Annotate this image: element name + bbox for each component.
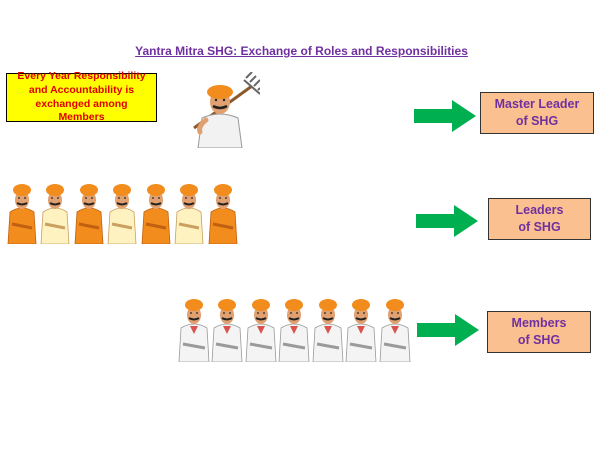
- arrow-right-icon: [417, 314, 479, 346]
- leaders-figures: [6, 182, 239, 244]
- members-box: Members of SHG: [487, 311, 591, 353]
- arrow-right-icon: [416, 205, 478, 237]
- arrow-right-icon: [414, 100, 476, 132]
- master-leader-box: Master Leader of SHG: [480, 92, 594, 134]
- leaders-box: Leaders of SHG: [488, 198, 591, 240]
- rotation-note: Every Year Responsibility and Accountabi…: [6, 70, 157, 123]
- members-figures: [178, 297, 412, 362]
- diagram-title: Yantra Mitra SHG: Exchange of Roles and …: [135, 44, 468, 58]
- master-leader-figure: [193, 72, 260, 148]
